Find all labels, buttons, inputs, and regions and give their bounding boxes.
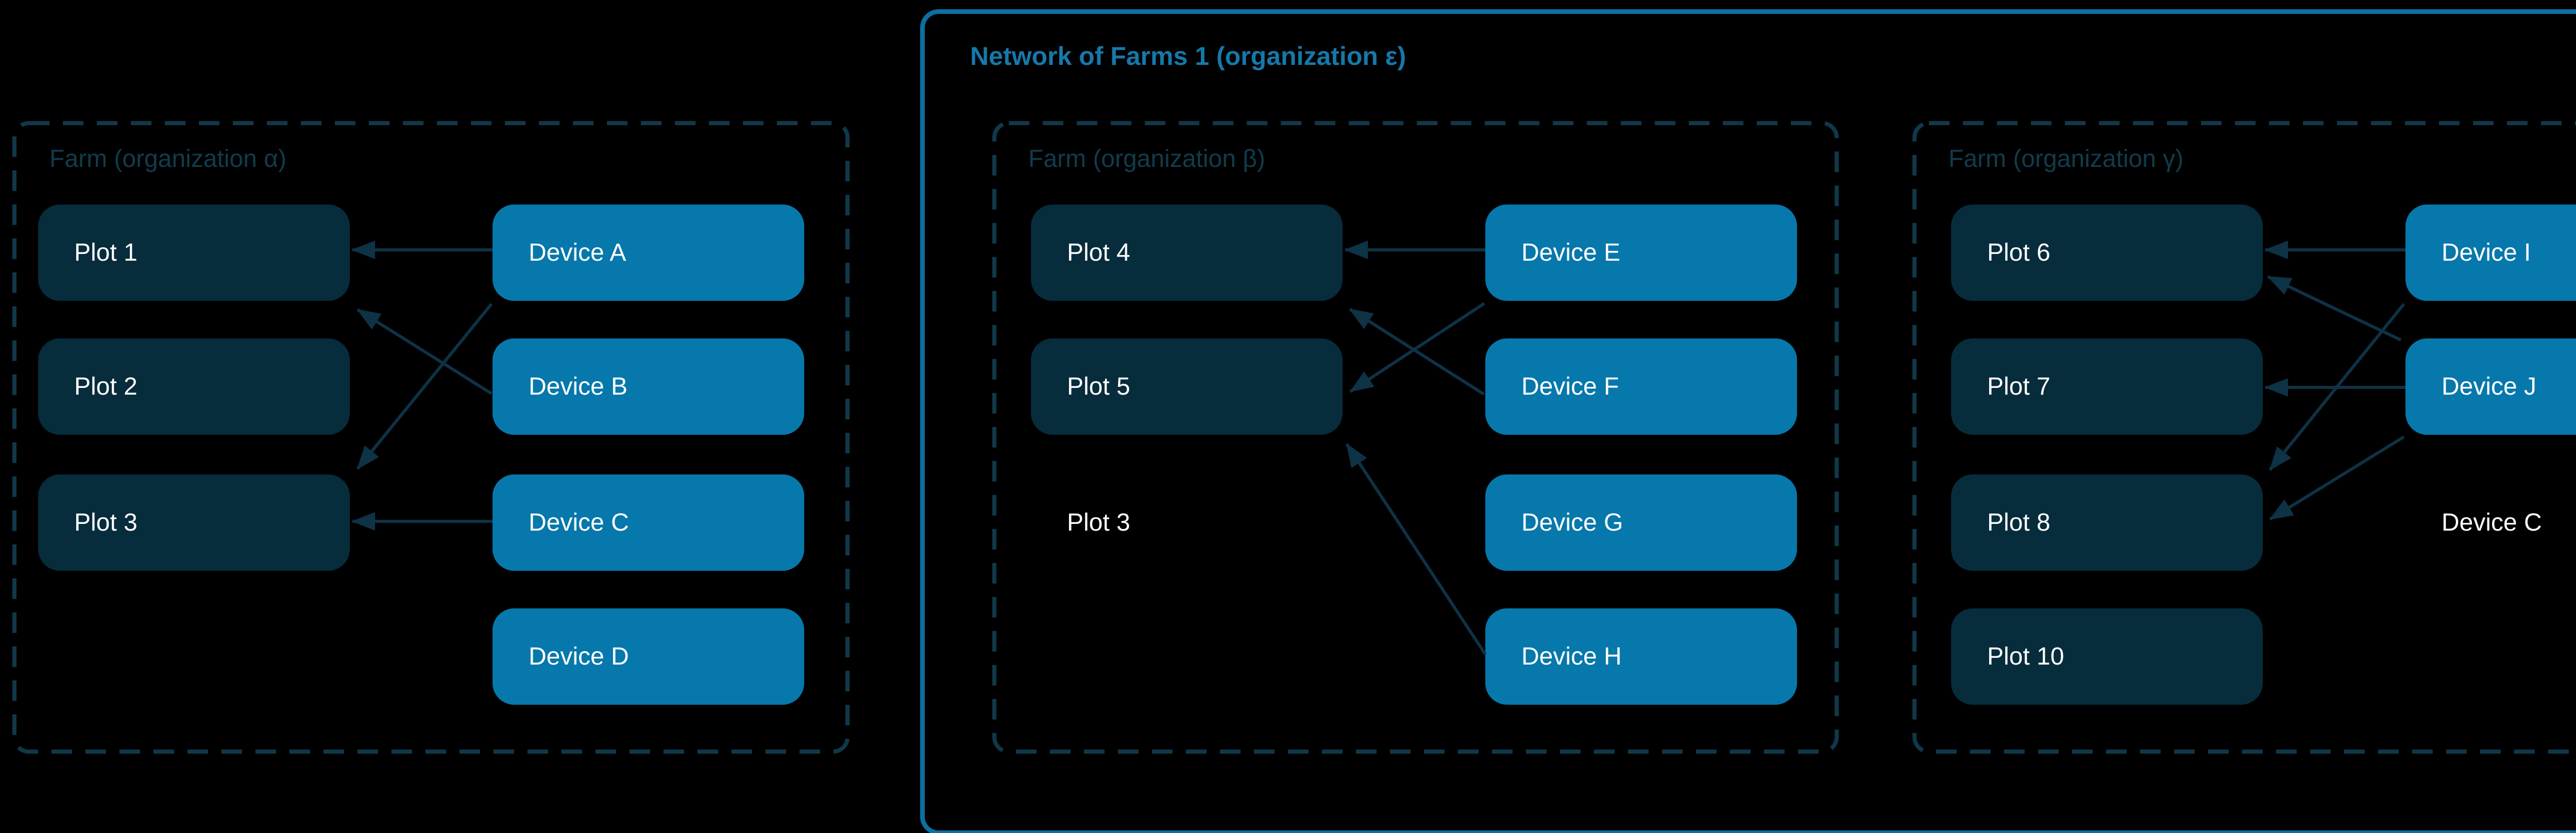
device-d-node: Device D — [493, 608, 804, 705]
device-i-node: Device I — [2405, 205, 2576, 301]
device-c-gamma-label: Device C — [2442, 509, 2542, 536]
device-d-label: Device D — [529, 643, 629, 670]
farm-alpha-label: Farm (organization α) — [49, 145, 286, 173]
plot-5-label: Plot 5 — [1067, 373, 1130, 400]
farm-gamma-label: Farm (organization γ) — [1948, 145, 2184, 173]
plot-1-label: Plot 1 — [74, 239, 138, 266]
device-b-node: Device B — [493, 338, 804, 435]
device-c-label: Device C — [529, 509, 629, 536]
device-c-text-gamma: Device C — [2405, 474, 2576, 571]
device-f-node: Device F — [1485, 338, 1797, 435]
device-h-node: Device H — [1485, 608, 1797, 705]
plot-10-label: Plot 10 — [1987, 643, 2064, 670]
plot-8-node: Plot 8 — [1951, 474, 2263, 571]
device-g-node: Device G — [1485, 474, 1797, 571]
plot-2-node: Plot 2 — [38, 338, 350, 435]
network-of-farms-box — [920, 9, 2576, 833]
device-j-node: Device J — [2405, 338, 2576, 435]
device-e-node: Device E — [1485, 205, 1797, 301]
edge-device-a-plot-3 — [356, 303, 493, 470]
device-e-label: Device E — [1521, 239, 1621, 266]
plot-5-node: Plot 5 — [1031, 338, 1343, 435]
plot-3-beta-label: Plot 3 — [1067, 509, 1130, 536]
plot-2-label: Plot 2 — [74, 373, 138, 400]
edge-device-b-plot-1 — [357, 308, 493, 395]
plot-10-node: Plot 10 — [1951, 608, 2263, 705]
device-c-node: Device C — [493, 474, 804, 571]
device-a-label: Device A — [529, 239, 626, 266]
device-b-label: Device B — [529, 373, 628, 400]
device-i-label: Device I — [2442, 239, 2531, 266]
device-f-label: Device F — [1521, 373, 1619, 400]
device-j-label: Device J — [2442, 373, 2537, 400]
network-of-farms-title: Network of Farms 1 (organization ε) — [970, 42, 1406, 71]
plot-3-label: Plot 3 — [74, 509, 138, 536]
plot-4-label: Plot 4 — [1067, 239, 1130, 266]
plot-8-label: Plot 8 — [1987, 509, 2050, 536]
device-h-label: Device H — [1521, 643, 1622, 670]
plot-3-node: Plot 3 — [38, 474, 350, 571]
plot-7-node: Plot 7 — [1951, 338, 2263, 435]
farm-beta-label: Farm (organization β) — [1028, 145, 1265, 173]
plot-7-label: Plot 7 — [1987, 373, 2050, 400]
plot-6-node: Plot 6 — [1951, 205, 2263, 301]
device-g-label: Device G — [1521, 509, 1623, 536]
plot-3-text-beta: Plot 3 — [1031, 474, 1343, 571]
device-a-node: Device A — [493, 205, 804, 301]
plot-1-node: Plot 1 — [38, 205, 350, 301]
plot-6-label: Plot 6 — [1987, 239, 2050, 266]
plot-4-node: Plot 4 — [1031, 205, 1343, 301]
